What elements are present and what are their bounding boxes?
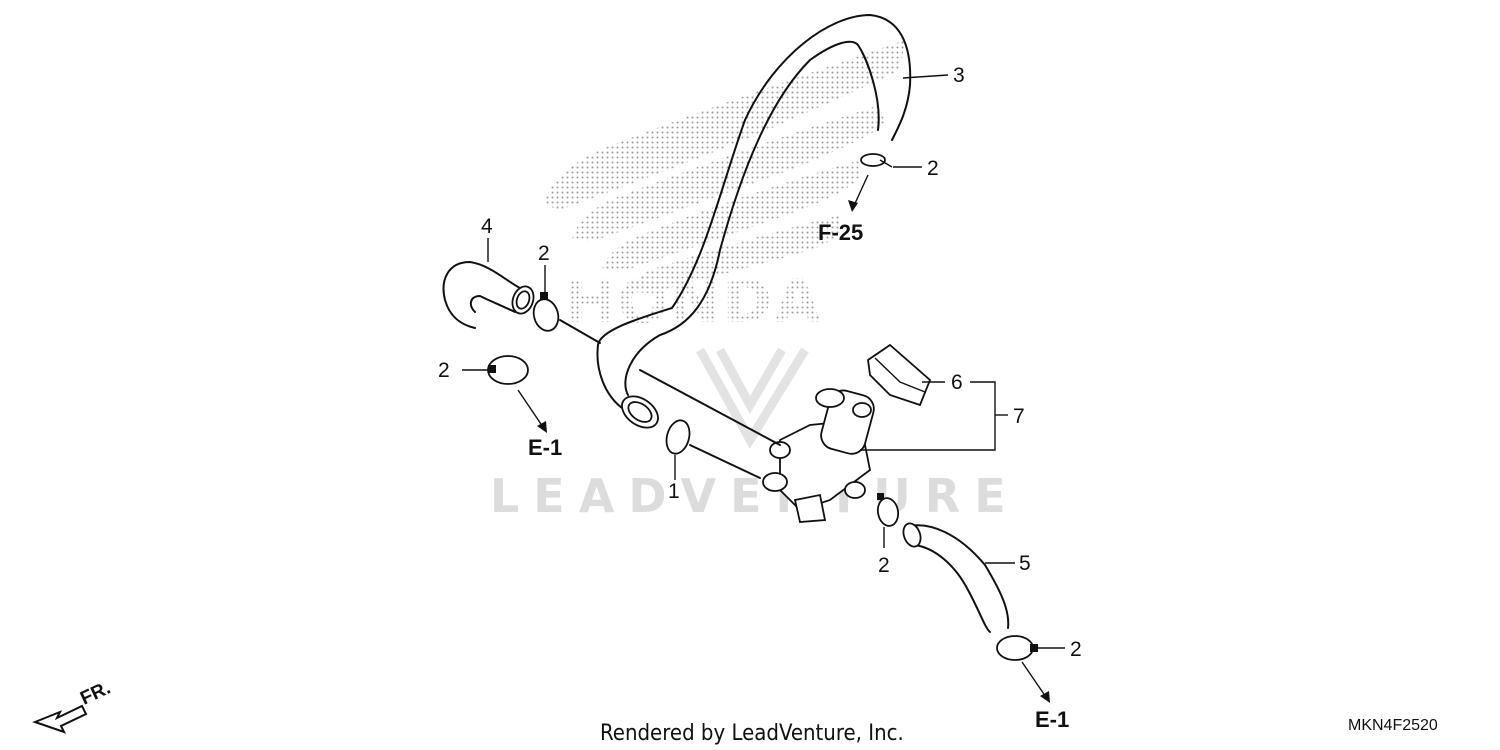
hose-part-5 <box>902 522 1010 633</box>
rubber-mount-part-6 <box>867 343 932 407</box>
callout-2-lower-right: 2 <box>1070 638 1082 661</box>
honda-wing-watermark <box>545 40 905 293</box>
rendered-by-footer: Rendered by LeadVenture, Inc. <box>600 721 904 746</box>
reference-f25[interactable]: F-25 <box>818 220 863 245</box>
callout-6: 6 <box>951 371 963 394</box>
leader-lines <box>462 74 1065 649</box>
callout-1: 1 <box>668 480 680 503</box>
leadventure-logo-watermark <box>696 347 809 449</box>
clamp-upper-left <box>532 292 560 332</box>
clamp-top <box>860 153 893 168</box>
clamp-lower-right <box>996 635 1038 661</box>
clamp-lower-left <box>487 355 529 385</box>
front-direction-label: FR. <box>77 678 114 710</box>
callout-3: 3 <box>953 64 965 87</box>
front-direction-arrow-icon <box>32 704 88 734</box>
honda-brand-watermark: HONDA <box>565 267 823 337</box>
callout-2-top: 2 <box>927 157 939 180</box>
callout-7: 7 <box>1013 405 1025 428</box>
clamp-part-1 <box>665 419 691 455</box>
diagram-code: MKN4F2520 <box>1348 717 1438 734</box>
callout-2-upper-left: 2 <box>538 242 550 265</box>
callout-2-lower-left: 2 <box>438 359 450 382</box>
hose-part-3 <box>596 14 912 429</box>
air-injection-valve <box>762 388 875 523</box>
callout-4: 4 <box>481 215 493 238</box>
callout-5: 5 <box>1019 552 1031 575</box>
leadventure-text-watermark: LEADVENTURE <box>490 469 1020 523</box>
reference-e1-left[interactable]: E-1 <box>528 435 562 460</box>
reference-e1-right[interactable]: E-1 <box>1035 707 1069 732</box>
connecting-tube <box>559 319 781 479</box>
hose-part-4 <box>442 261 535 329</box>
callout-2-lower-middle: 2 <box>878 554 890 577</box>
reference-arrows <box>517 174 1050 703</box>
clamp-lower-middle <box>876 493 900 527</box>
